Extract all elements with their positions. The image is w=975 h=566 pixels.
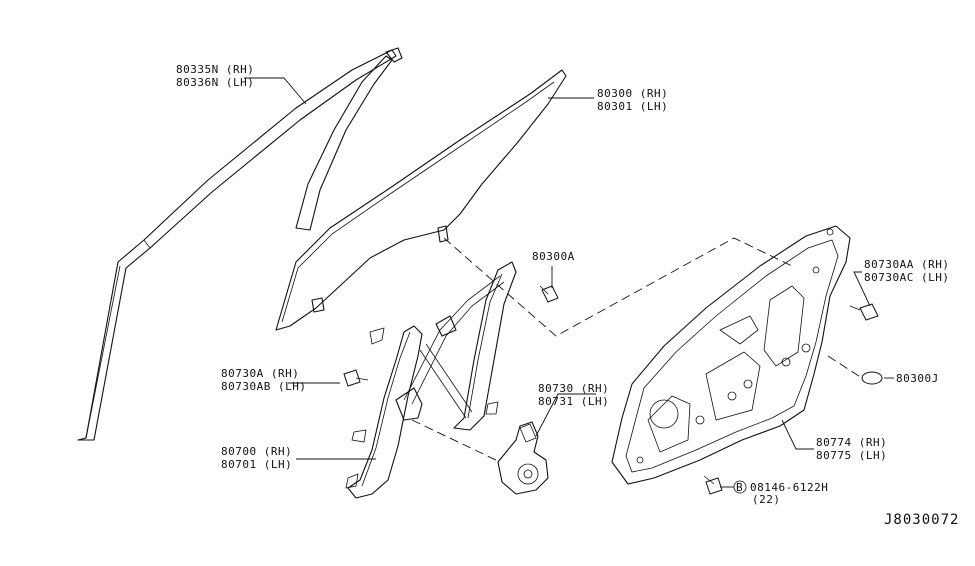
bolt-b-part <box>703 475 723 495</box>
label-bolt-b-part-number: 08146-6122H <box>750 481 828 494</box>
label-weatherstrip-rh: 80335N (RH) <box>176 63 254 76</box>
bolt-a-part <box>343 369 369 387</box>
circle-b-letter: B <box>736 481 743 494</box>
plug-part <box>861 371 883 385</box>
door-module-panel-part <box>611 225 851 485</box>
label-regulator-rh: 80700 (RH) <box>221 445 292 458</box>
label-module-panel-rh: 80774 (RH) <box>816 436 887 449</box>
weatherstrip-part <box>77 47 403 441</box>
label-bolt-aa-lh: 80730AC (LH) <box>864 271 949 284</box>
label-regulator-lh: 80701 (LH) <box>221 458 292 471</box>
label-bolt-a-lh: 80730AB (LH) <box>221 380 306 393</box>
label-bolt-aa-rh: 80730AA (RH) <box>864 258 949 271</box>
window-motor-part <box>497 421 549 495</box>
label-glass-rh: 80300 (RH) <box>597 87 668 100</box>
label-glass-bolt: 80300A <box>532 250 575 263</box>
glass-bolt-part <box>539 285 559 303</box>
leader-lines <box>244 77 894 488</box>
circle-b-badge <box>733 480 747 494</box>
label-bolt-b-quantity: (22) <box>752 493 781 506</box>
label-weatherstrip-lh: 80336N (LH) <box>176 76 254 89</box>
door-glass-part <box>275 69 567 331</box>
label-motor-rh: 80730 (RH) <box>538 382 609 395</box>
label-motor-lh: 80731 (LH) <box>538 395 609 408</box>
bolt-aa-part <box>849 303 879 321</box>
window-regulator-part <box>345 261 517 499</box>
label-glass-lh: 80301 (LH) <box>597 100 668 113</box>
dashed-guide-lines <box>411 237 863 463</box>
label-bolt-a-rh: 80730A (RH) <box>221 367 299 380</box>
label-plug: 80300J <box>896 372 939 385</box>
label-module-panel-lh: 80775 (LH) <box>816 449 887 462</box>
diagram-reference-code: J8030072 <box>884 512 959 528</box>
callout-labels: 80335N (RH) 80336N (LH) 80300 (RH) 80301… <box>176 63 959 528</box>
